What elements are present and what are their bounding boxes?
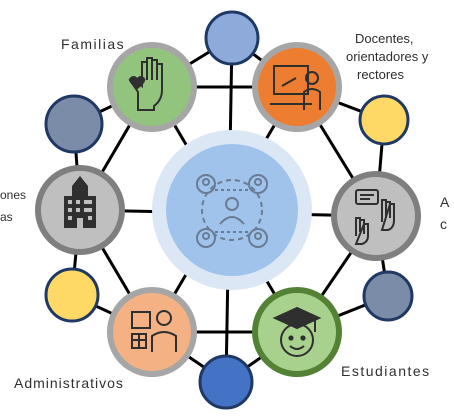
label-instituciones-line2: as [0,210,13,224]
hub-administrativos[interactable] [107,287,197,377]
dot-bottom-left [44,267,100,323]
center-hub [152,130,312,290]
office-worker-icon [131,310,177,352]
dot-bottom-right [362,270,414,322]
label-instituciones-line1: ones [0,188,26,202]
label-familias: Familias [61,36,125,52]
speech-hands-icon [354,189,395,245]
dot-top-right [358,94,410,146]
label-docentes-line2: orientadores y [346,49,429,64]
label-aliados-line2: c [440,216,447,232]
hub-estudiantes[interactable] [252,287,342,377]
teacher-board-icon [270,65,321,110]
network-people-icon [196,174,268,248]
label-docentes-line1: Docentes, [355,31,414,46]
hub-instituciones[interactable] [35,165,125,255]
school-building-icon [64,176,96,228]
label-administrativos: Administrativos [14,375,124,391]
label-aliados-line1: A [440,194,450,210]
dot-top [204,10,260,66]
label-docentes-line3: rectores [357,67,404,82]
hub-aliados[interactable] [331,171,421,261]
dot-top-left [44,94,104,154]
hub-docentes[interactable] [252,42,342,132]
label-estudiantes: Estudiantes [341,363,431,379]
dot-bottom [198,354,254,410]
hub-familias[interactable] [107,42,197,132]
graduate-student-icon [272,306,322,357]
raised-hand-heart-icon [128,57,163,111]
